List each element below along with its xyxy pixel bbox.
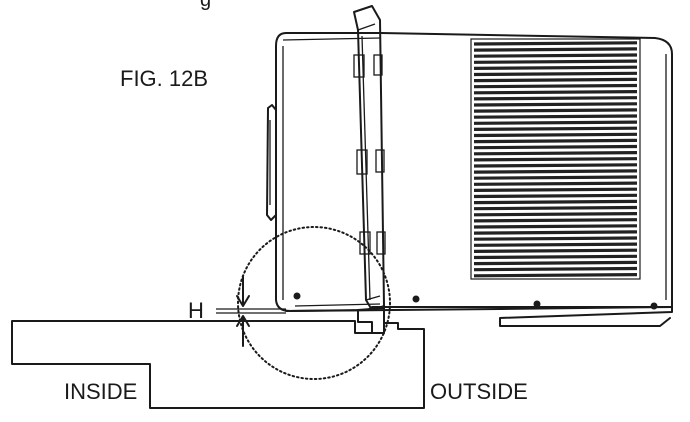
curtain-frame-inner-line: [361, 35, 371, 301]
grille-slat: [473, 59, 638, 64]
screw: [650, 302, 658, 310]
grille-slat: [473, 273, 638, 278]
frame-clip-middle: [375, 149, 385, 173]
dimension-label-h: H: [188, 298, 204, 323]
grille-slat: [473, 90, 638, 95]
grille-slat: [473, 47, 638, 52]
grille-slat: [473, 205, 638, 211]
inside-label: INSIDE: [64, 379, 137, 404]
frame-clip-top: [373, 54, 383, 76]
grille-slat: [473, 132, 638, 138]
grille-slat: [473, 144, 638, 150]
grille-slat: [473, 266, 638, 272]
grille-slat: [473, 187, 638, 192]
outside-label: OUTSIDE: [430, 379, 528, 404]
grille-slat: [473, 138, 638, 144]
grille-slat: [473, 108, 638, 113]
grille-slat: [473, 71, 638, 77]
screw: [293, 292, 301, 300]
grille-slat: [473, 199, 638, 205]
grille-slat: [473, 169, 638, 174]
grille-slat: [473, 65, 638, 70]
curtain-clip-middle: [356, 149, 368, 175]
grille-slat: [473, 218, 638, 223]
grille-slat: [473, 120, 638, 125]
grille-slat: [473, 102, 638, 107]
front-panel-edge: [266, 104, 277, 221]
grille-slat: [473, 175, 638, 180]
housing-top-edge: [282, 37, 381, 41]
grille-frame: [470, 38, 641, 280]
curtain-clip-top: [353, 54, 365, 78]
grille-slat: [473, 236, 638, 241]
dimension-arrow-down: [236, 275, 250, 307]
grille-slat: [473, 242, 638, 247]
grille-slat: [473, 114, 638, 119]
vent-grille: [470, 38, 641, 280]
grille-slat: [473, 53, 638, 58]
grille-slat: [473, 230, 638, 235]
grille-slat: [473, 224, 638, 229]
dimension-arrow-up: [236, 315, 250, 347]
grille-slat: [473, 254, 638, 260]
grille-slat: [473, 248, 638, 253]
grille-slat: [473, 181, 638, 186]
screw: [533, 300, 541, 308]
grille-slat: [473, 157, 638, 162]
grille-slat: [473, 96, 638, 101]
curtain-frame-bottom-lip: [365, 295, 381, 301]
detail-circle: [237, 226, 391, 380]
grille-slat: [473, 163, 638, 168]
frame-clip-bottom: [376, 231, 386, 255]
grille-slat: [473, 260, 638, 266]
grille-slat: [473, 151, 638, 156]
screw: [412, 295, 420, 303]
cropped-caption-fragment: g: [200, 0, 211, 11]
curtain-frame-top-lip: [357, 23, 376, 31]
figure-label: FIG. 12B: [120, 66, 208, 91]
grille-slat: [473, 126, 638, 131]
grille-slat: [473, 212, 638, 217]
grille-slat: [473, 41, 638, 46]
grille-slat: [473, 83, 638, 89]
base-rail: [294, 303, 381, 307]
grille-slat: [473, 77, 638, 83]
mounting-bracket: [357, 307, 385, 334]
grille-slat: [473, 193, 638, 199]
window-sill: [11, 320, 425, 409]
